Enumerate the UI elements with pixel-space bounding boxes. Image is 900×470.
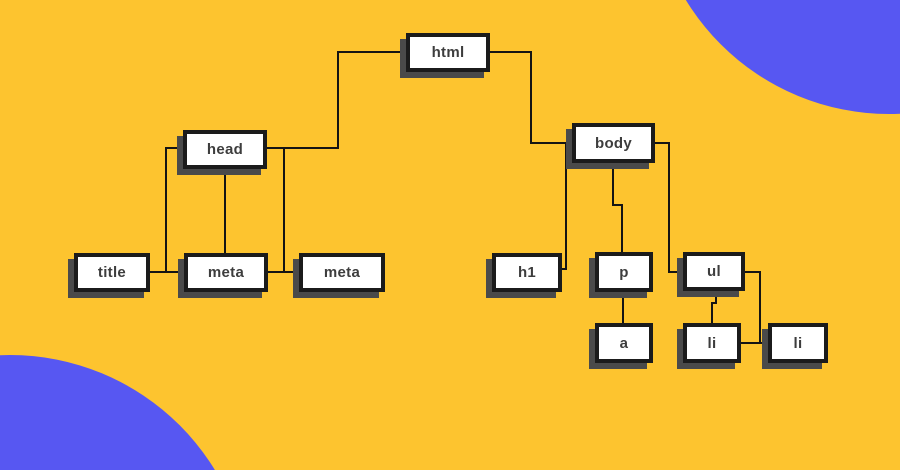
- node-li-1: li: [683, 323, 741, 363]
- node-li-2-label: li: [793, 334, 803, 352]
- edge-ul-li1: [711, 291, 717, 323]
- node-head-label: head: [206, 141, 244, 158]
- edge-html-head: [267, 51, 408, 149]
- edge-body-ul: [655, 142, 683, 273]
- node-a-label: a: [619, 334, 629, 352]
- node-h1: h1: [492, 253, 562, 292]
- node-li-1-label: li: [707, 334, 717, 352]
- edge-body-p: [612, 163, 623, 252]
- node-ul-label: ul: [707, 263, 721, 280]
- node-html-label: html: [431, 44, 465, 61]
- edge-head-meta2: [268, 148, 299, 273]
- node-p-label: p: [619, 263, 629, 281]
- edge-ul-li2: [741, 271, 768, 344]
- node-title: title: [74, 253, 150, 292]
- node-a: a: [595, 323, 653, 363]
- node-meta-2: meta: [299, 253, 385, 292]
- node-body-label: body: [594, 134, 633, 152]
- node-li-2: li: [768, 323, 828, 363]
- node-html: html: [406, 33, 490, 72]
- edge-head-title: [150, 147, 184, 273]
- edge-html-body: [490, 51, 572, 144]
- node-title-label: title: [97, 264, 127, 281]
- node-body: body: [572, 123, 655, 163]
- node-meta-1-label: meta: [207, 264, 245, 281]
- node-meta-1: meta: [184, 253, 268, 292]
- node-head: head: [183, 130, 267, 169]
- node-h1-label: h1: [517, 264, 537, 281]
- edge-body-h1: [562, 143, 567, 270]
- node-ul: ul: [683, 252, 745, 291]
- node-meta-2-label: meta: [323, 264, 361, 281]
- node-p: p: [595, 252, 653, 292]
